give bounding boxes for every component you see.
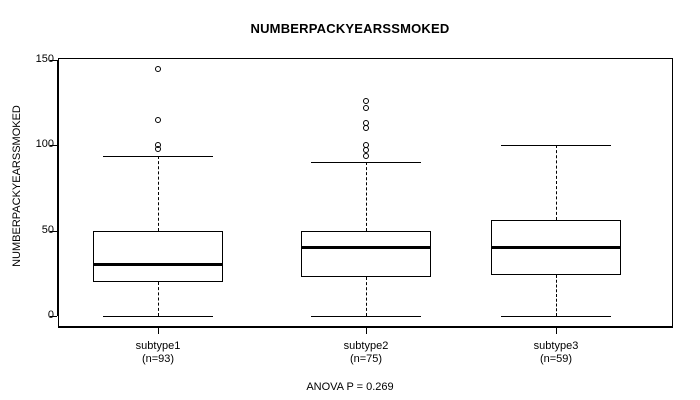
x-axis-tick-label: subtype2(n=75)	[286, 340, 446, 366]
x-axis-tick	[556, 327, 557, 334]
y-axis-tick-label: 150	[35, 53, 54, 65]
outlier-point	[155, 116, 161, 123]
median-line	[93, 263, 223, 267]
whisker-lower	[158, 281, 159, 316]
x-axis-tick	[366, 327, 367, 334]
y-axis-tick-label: 0	[47, 309, 54, 321]
x-axis-tick-label: subtype3(n=59)	[476, 340, 636, 366]
plot-frame	[58, 58, 673, 327]
x-axis-tick-label: subtype1(n=93)	[78, 340, 238, 366]
y-axis-tick	[50, 230, 57, 232]
outlier-point	[155, 145, 161, 152]
outlier-point	[363, 104, 369, 111]
box-iqr	[93, 230, 223, 282]
chart-title: NUMBERPACKYEARSSMOKED	[250, 21, 450, 36]
whisker-cap-upper	[501, 145, 611, 147]
median-line	[491, 246, 621, 250]
y-axis-tick-label: 50	[41, 223, 54, 236]
category-name: subtype2	[343, 340, 389, 352]
category-count: (n=93)	[141, 353, 175, 365]
y-axis-tick	[50, 145, 57, 147]
x-axis-tick	[158, 327, 159, 334]
whisker-cap-upper	[311, 162, 421, 164]
whisker-cap-lower	[501, 316, 611, 317]
category-name: subtype1	[135, 340, 181, 352]
y-axis-tick	[50, 316, 57, 317]
box-iqr	[301, 230, 431, 277]
y-axis-label: NUMBERPACKYEARSSMOKED	[11, 105, 23, 267]
category-count: (n=75)	[349, 353, 383, 365]
whisker-upper	[158, 155, 159, 231]
whisker-lower	[556, 275, 557, 316]
whisker-cap-lower	[311, 316, 421, 317]
y-axis-tick	[50, 60, 57, 61]
whisker-cap-lower	[103, 316, 213, 317]
whisker-upper	[366, 162, 367, 231]
y-axis-tick-label: 100	[35, 138, 54, 151]
median-line	[301, 246, 431, 250]
y-axis-line	[57, 60, 58, 316]
outlier-point	[363, 125, 369, 132]
whisker-lower	[366, 276, 367, 316]
outlier-point	[363, 97, 369, 104]
category-name: subtype3	[533, 340, 579, 352]
category-count: (n=59)	[539, 353, 573, 365]
outlier-point	[155, 65, 161, 72]
whisker-cap-upper	[103, 155, 213, 157]
whisker-upper	[556, 145, 557, 221]
x-axis-line	[58, 327, 673, 328]
anova-annotation: ANOVA P = 0.269	[306, 381, 394, 393]
outlier-point	[363, 152, 369, 159]
